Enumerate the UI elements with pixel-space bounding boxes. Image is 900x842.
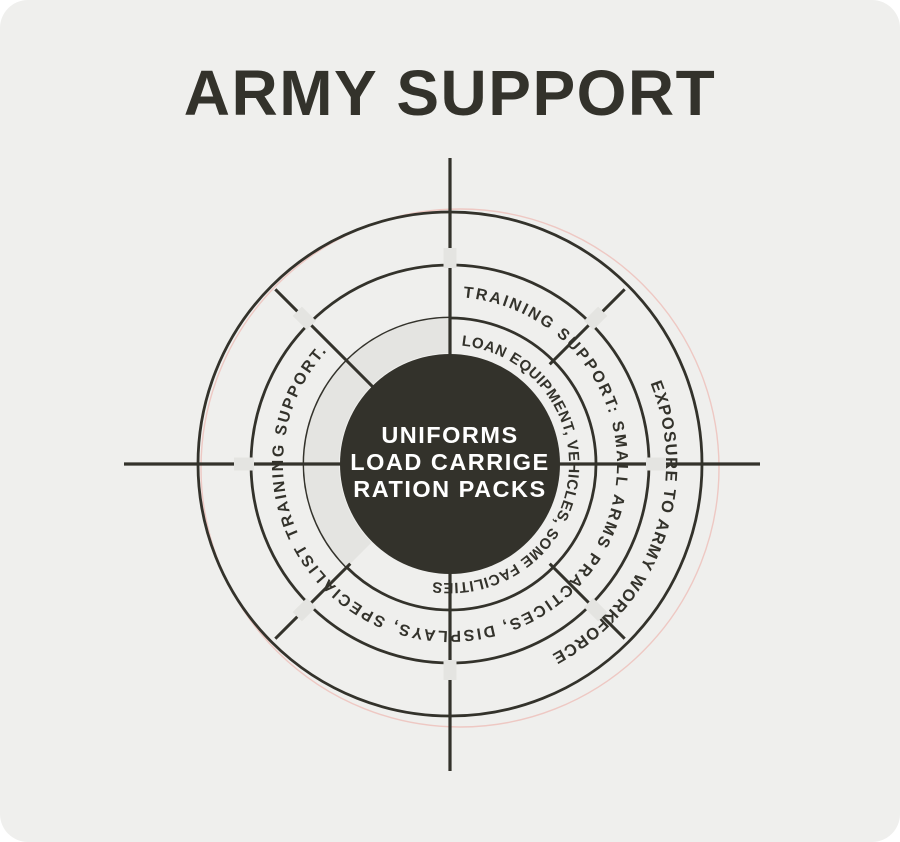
diagonal-line-se: [548, 562, 626, 640]
notch-n: [443, 248, 457, 268]
center-label-line2: LOAD CARRIGE: [350, 449, 549, 475]
page-title: ARMY SUPPORT: [183, 57, 717, 129]
notch-w: [234, 457, 254, 471]
notch-nw: [292, 306, 317, 331]
diagonal-line-nw: [274, 288, 374, 388]
notch-se: [583, 597, 608, 622]
inner-ring-gray-wedge: [304, 318, 450, 568]
notch-ne: [583, 306, 608, 331]
notch-sw: [292, 597, 317, 622]
diagonal-line-sw: [274, 562, 352, 640]
notch-s: [443, 660, 457, 680]
center-label-line1: UNIFORMS: [381, 422, 518, 448]
diagonal-line-ne: [548, 288, 626, 366]
notch-e: [646, 457, 666, 471]
ring-notches: [234, 248, 666, 680]
accent-pink-circle: [200, 208, 720, 728]
center-label-line3: RATION PACKS: [353, 476, 546, 502]
center-circle: [340, 354, 560, 574]
